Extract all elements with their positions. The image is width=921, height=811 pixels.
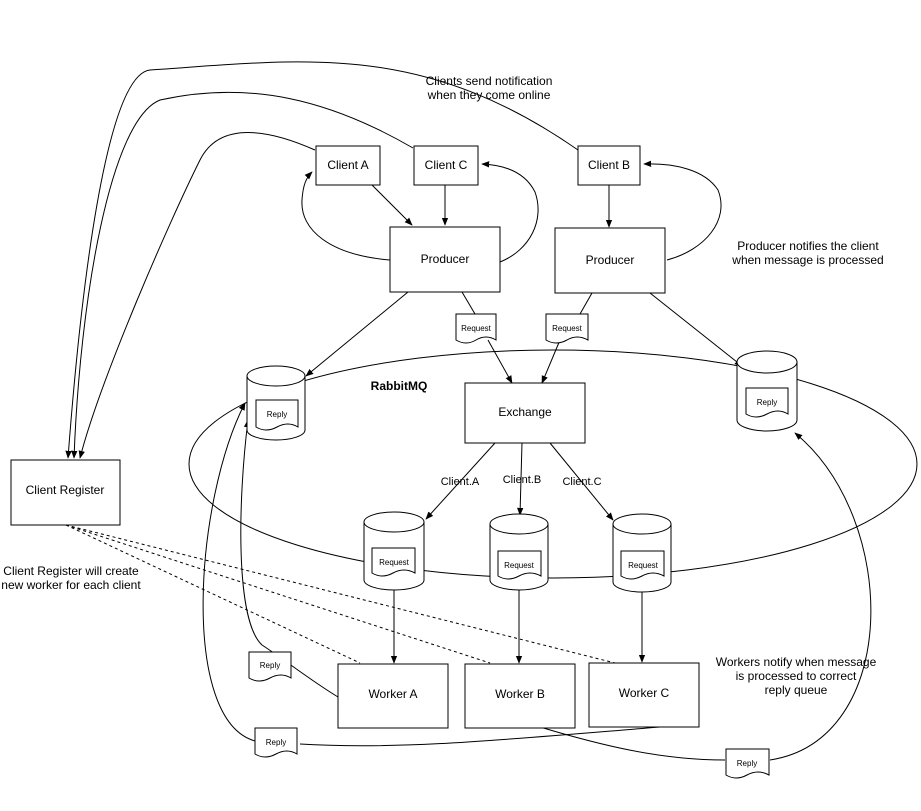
note-workers-notify: Workers notify when message is processed…: [716, 655, 877, 697]
worker-b-node: Worker B: [464, 663, 576, 729]
exchange-label: Exchange: [498, 405, 552, 419]
client-b-label: Client B: [588, 158, 630, 172]
worker-c-reply-edge: [539, 433, 872, 761]
reply-doc-worker-a-label: Reply: [260, 661, 280, 670]
producer2-request-edge: [542, 292, 593, 383]
request-doc-1: Request: [455, 313, 497, 344]
worker-c-node: Worker C: [588, 662, 700, 728]
producer-1-node: Producer: [389, 226, 501, 293]
svg-text:Producer notifies the client: Producer notifies the client: [737, 239, 879, 253]
worker-c-label: Worker C: [619, 686, 670, 700]
rabbitmq-label: RabbitMQ: [371, 379, 428, 393]
reply-queue-left-label: Reply: [267, 410, 287, 419]
reply-doc-worker-c: Reply: [725, 748, 770, 779]
svg-text:Workers notify when message: Workers notify when message: [716, 655, 877, 669]
producer-2-label: Producer: [586, 253, 635, 267]
client-a-to-producer-edge: [371, 184, 413, 226]
client-a-node: Client A: [315, 145, 381, 186]
request-queue-b-label: Request: [504, 561, 535, 570]
note-register-creates: Client Register will create new worker f…: [1, 564, 141, 592]
reply-doc-worker-c-label: Reply: [737, 759, 757, 768]
route-b-edge: [517, 442, 524, 516]
worker-b-label: Worker B: [495, 687, 545, 701]
route-a-label: Client.A: [441, 476, 480, 488]
register-worker-edges: [65, 524, 616, 664]
reply-doc-worker-a: Reply: [248, 651, 292, 682]
producer1-request-edge: [461, 291, 512, 383]
svg-text:when they come online: when they come online: [427, 88, 551, 102]
note-producer-notifies: Producer notifies the client when messag…: [731, 239, 883, 267]
worker-a-label: Worker A: [368, 687, 417, 701]
producer-2-node: Producer: [554, 227, 666, 294]
svg-text:when message is processed: when message is processed: [731, 253, 883, 267]
request-doc-2-label: Request: [552, 324, 583, 333]
client-b-node: Client B: [577, 145, 641, 186]
request-queue-c: Request: [612, 513, 672, 593]
svg-text:is processed to correct: is processed to correct: [736, 669, 857, 683]
svg-text:Clients send notification: Clients send notification: [426, 74, 553, 88]
exchange-node: Exchange: [464, 382, 586, 444]
client-c-label: Client C: [425, 158, 468, 172]
worker-a-reply-edge: [240, 419, 339, 698]
request-queue-a-label: Request: [379, 558, 410, 567]
worker-a-node: Worker A: [337, 663, 449, 729]
request-doc-1-label: Request: [461, 324, 492, 333]
note-clients-online: Clients send notification when they come…: [426, 74, 553, 102]
client-c-node: Client C: [413, 145, 479, 186]
rabbitmq-boundary: [188, 349, 918, 579]
route-c-edge: [549, 442, 614, 521]
svg-text:Client Register will create: Client Register will create: [3, 564, 139, 578]
request-queue-c-label: Request: [628, 561, 659, 570]
svg-text:new worker for each client: new worker for each client: [1, 578, 141, 592]
route-b-label: Client.B: [503, 474, 542, 486]
producer-1-label: Producer: [421, 252, 470, 266]
client-register-label: Client Register: [26, 483, 105, 497]
request-queue-b: Request: [489, 513, 549, 591]
producer2-to-client-b-loop: [643, 160, 722, 261]
reply-queue-right-label: Reply: [757, 398, 777, 407]
reply-queue-right: Reply: [736, 350, 798, 432]
reply-doc-worker-b: Reply: [254, 727, 298, 758]
route-a-edge: [425, 442, 496, 520]
client-a-label: Client A: [327, 158, 368, 172]
client-register-node: Client Register: [10, 459, 121, 526]
reply-doc-worker-b-label: Reply: [266, 738, 286, 747]
request-queue-a: Request: [363, 511, 425, 591]
producer1-to-client-a-loop: [301, 171, 391, 261]
request-doc-2: Request: [545, 313, 589, 344]
producer1-reply-edge: [305, 291, 409, 377]
producer2-reply-edge: [649, 292, 743, 367]
worker-b-reply-edge: [202, 403, 661, 747]
producer1-to-client-c-loop: [481, 161, 539, 263]
svg-text:reply queue: reply queue: [765, 683, 828, 697]
reply-queue-left: Reply: [246, 365, 306, 441]
route-c-label: Client.C: [562, 476, 601, 488]
online-notification-edges: [65, 61, 579, 459]
